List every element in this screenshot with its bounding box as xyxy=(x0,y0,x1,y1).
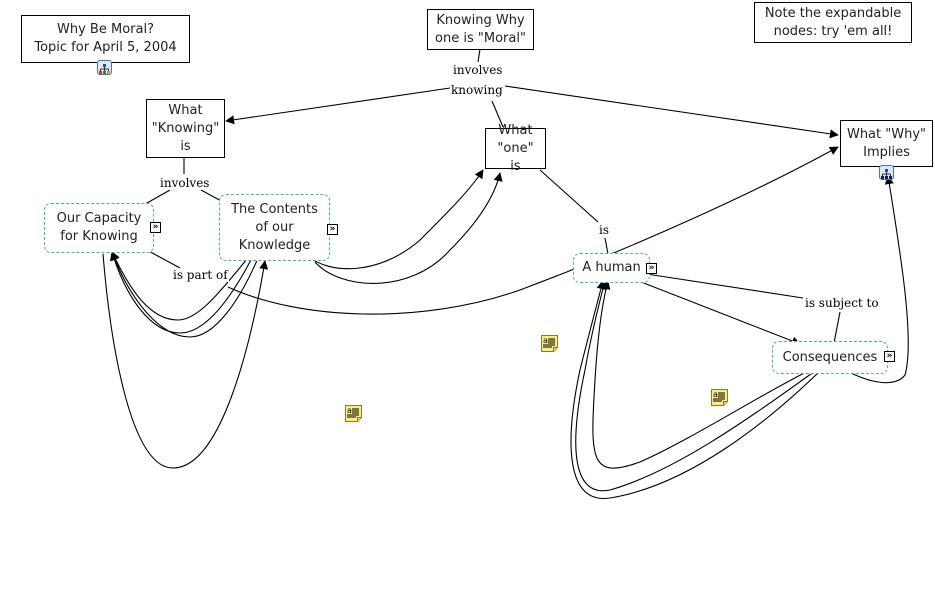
note-node[interactable]: Note the expandable nodes: try 'em all! xyxy=(754,2,912,43)
note-icon[interactable]: a xyxy=(711,389,728,406)
expand-icon[interactable]: » xyxy=(327,224,338,235)
svg-text:a: a xyxy=(713,390,718,399)
link-line xyxy=(102,253,269,469)
link-line xyxy=(227,146,839,315)
link-line xyxy=(846,175,909,384)
link-line xyxy=(639,272,804,299)
link-line xyxy=(539,169,599,223)
link-line xyxy=(575,280,819,492)
note-icon[interactable]: a xyxy=(345,405,362,422)
knowing-why-node[interactable]: Knowing Why one is "Moral" xyxy=(427,9,534,50)
title-node[interactable]: Why Be Moral? Topic for April 5, 2004 xyxy=(21,15,190,63)
svg-text:a: a xyxy=(543,336,548,345)
link-line xyxy=(592,280,813,469)
consequences-node[interactable]: Consequences xyxy=(772,341,888,374)
what-knowing-is-node[interactable]: What "Knowing" is xyxy=(146,99,225,158)
link-line xyxy=(314,172,503,284)
a-human-node[interactable]: A human xyxy=(573,253,650,283)
link-line xyxy=(570,280,823,499)
capacity-for-knowing-node[interactable]: Our Capacity for Knowing xyxy=(44,203,154,253)
link-line xyxy=(110,251,259,338)
link-label-involves: involves xyxy=(452,63,504,77)
link-line xyxy=(111,251,249,321)
link-label-is: is xyxy=(598,223,610,237)
link-line xyxy=(110,251,253,334)
link-line xyxy=(604,237,609,255)
link-line xyxy=(307,169,484,270)
link-line xyxy=(833,311,841,344)
expand-icon[interactable]: » xyxy=(646,263,657,274)
what-why-implies-node[interactable]: What "Why" Implies xyxy=(840,120,933,167)
link-label-involves: involves xyxy=(159,176,211,190)
link-label-is-part-of: is part of xyxy=(172,268,229,282)
concept-map-link-icon[interactable] xyxy=(97,60,112,75)
svg-text:a: a xyxy=(347,406,352,415)
link-line xyxy=(477,48,481,63)
concept-map-link-icon[interactable] xyxy=(879,165,894,180)
link-line xyxy=(225,87,451,125)
contents-of-knowledge-node[interactable]: The Contents of our Knowledge xyxy=(219,194,330,261)
link-label-knowing: knowing xyxy=(450,83,504,97)
what-one-is-node[interactable]: What "one" is xyxy=(485,123,546,174)
link-line xyxy=(504,85,839,139)
note-icon[interactable]: a xyxy=(541,335,558,352)
link-line xyxy=(491,100,504,128)
link-line xyxy=(635,279,801,346)
expand-icon[interactable]: » xyxy=(884,351,895,362)
link-label-is-subject-to: is subject to xyxy=(804,296,880,310)
expand-icon[interactable]: » xyxy=(150,222,161,233)
